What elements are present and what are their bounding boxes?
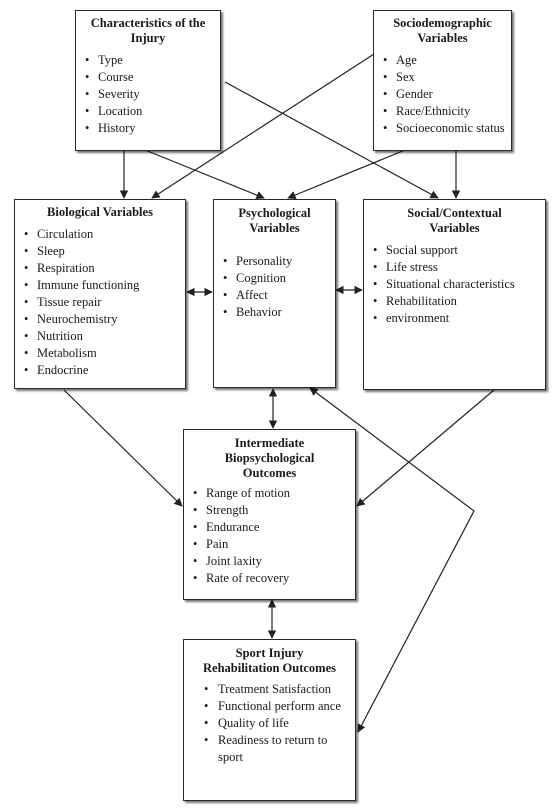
list-item: Quality of life [184, 715, 341, 732]
list-item: Location [76, 103, 220, 120]
arrow-socio-to-psychological [287, 149, 406, 200]
list-item: Course [76, 69, 220, 86]
list-item: Pain [184, 536, 355, 553]
list-item: Gender [374, 86, 511, 103]
list-item: Behavior [214, 304, 335, 321]
sociodemographic-box: Sociodemographic Variables Age Sex Gende… [373, 10, 512, 151]
list-item: Treatment Satisfaction [184, 681, 341, 698]
list-item: Strength [184, 502, 355, 519]
list-item: Neurochemistry [15, 311, 185, 328]
list-item: Socioeconomic status [374, 120, 511, 137]
sociodemographic-title: Sociodemographic Variables [393, 16, 492, 45]
list-item: Social support [364, 242, 545, 259]
intermediate-title: Intermediate Biopsychological Outcomes [224, 436, 315, 480]
social-list: Social support Life stress Situational c… [364, 242, 545, 327]
list-item: Personality [214, 253, 335, 270]
psychological-title: Psychological Variables [238, 206, 311, 235]
psychological-box: Psychological Variables Personality Cogn… [213, 199, 336, 388]
list-item: Affect [214, 287, 335, 304]
rehab-box: Sport Injury Rehabilitation Outcomes Tre… [183, 639, 356, 801]
list-item: Endocrine [15, 362, 185, 379]
list-item: Sex [374, 69, 511, 86]
intermediate-list: Range of motion Strength Endurance Pain … [184, 485, 355, 587]
arrow-social-to-intermediate [356, 389, 495, 507]
intermediate-box: Intermediate Biopsychological Outcomes R… [183, 429, 356, 600]
rehab-title: Sport Injury Rehabilitation Outcomes [203, 646, 336, 675]
list-item: Readiness to return to sport [184, 732, 341, 766]
list-item: History [76, 120, 220, 137]
list-item: Life stress [364, 259, 545, 276]
biological-title: Biological Variables [47, 205, 153, 219]
list-item: Immune functioning [15, 277, 185, 294]
social-title: Social/Contextual Variables [407, 206, 502, 235]
list-item: Functional perform ance [184, 698, 341, 715]
arrow-socio-to-biological [151, 53, 375, 199]
list-item: Situational characteristics [364, 276, 545, 293]
list-item: environment [364, 310, 545, 327]
list-item: Sleep [15, 243, 185, 260]
list-item: Joint laxity [184, 553, 355, 570]
list-item: Rehabilitation [364, 293, 545, 310]
list-item: Endurance [184, 519, 355, 536]
injury-title: Characteristics of the Injury [90, 16, 206, 45]
injury-list: Type Course Severity Location History [76, 52, 220, 137]
list-item: Age [374, 52, 511, 69]
list-item: Respiration [15, 260, 185, 277]
sociodemographic-list: Age Sex Gender Race/Ethnicity Socioecono… [374, 52, 511, 137]
social-box: Social/Contextual Variables Social suppo… [363, 199, 546, 390]
arrow-injury-to-psychological [144, 149, 265, 200]
list-item: Type [76, 52, 220, 69]
arrow-injury-to-social [224, 81, 439, 199]
psychological-list: Personality Cognition Affect Behavior [214, 253, 335, 321]
injury-box: Characteristics of the Injury Type Cours… [75, 10, 221, 151]
list-item: Cognition [214, 270, 335, 287]
rehab-list: Treatment Satisfaction Functional perfor… [184, 681, 341, 766]
biological-box: Biological Variables Circulation Sleep R… [14, 199, 186, 389]
list-item: Range of motion [184, 485, 355, 502]
list-item: Rate of recovery [184, 570, 355, 587]
arrow-psychological-rehab-loop [309, 387, 475, 733]
list-item: Tissue repair [15, 294, 185, 311]
list-item: Race/Ethnicity [374, 103, 511, 120]
arrow-biological-to-intermediate [63, 389, 183, 507]
list-item: Circulation [15, 226, 185, 243]
list-item: Metabolism [15, 345, 185, 362]
list-item: Nutrition [15, 328, 185, 345]
biological-list: Circulation Sleep Respiration Immune fun… [15, 226, 185, 379]
list-item: Severity [76, 86, 220, 103]
